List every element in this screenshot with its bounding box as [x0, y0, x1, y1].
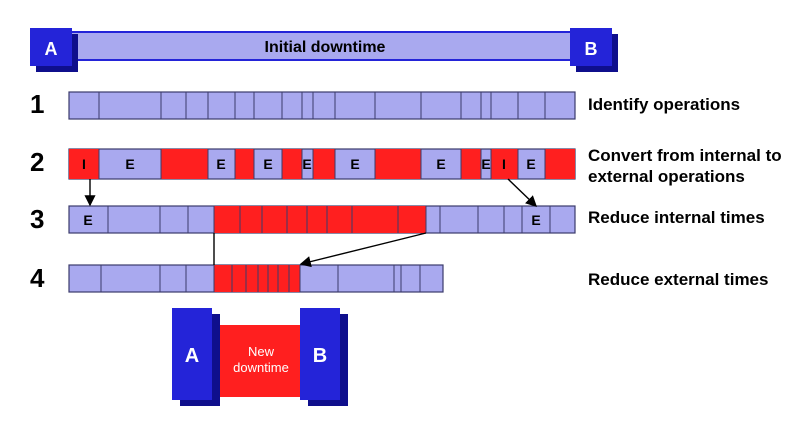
- row-2-letter-e: E: [125, 156, 134, 172]
- row-3-bar: E E: [68, 205, 576, 234]
- result-block-b-label: B: [313, 345, 327, 367]
- row-2-label-line2: external operations: [588, 167, 745, 186]
- arrow-internal-reduced: [299, 232, 427, 268]
- row-4-label: Reduce external times: [588, 270, 769, 289]
- row-2-letter-e: E: [302, 156, 311, 172]
- row-2-label-line1: Convert from internal to: [588, 146, 782, 165]
- connector-arrows: [84, 178, 538, 268]
- result-block-b: B: [300, 308, 348, 406]
- result-block-a-label: A: [185, 345, 199, 367]
- row-3-letter-e: E: [531, 212, 540, 228]
- top-block-b: B: [570, 28, 618, 72]
- row-2-letter-e: E: [481, 156, 490, 172]
- row-number-1: 1: [30, 89, 45, 119]
- arrow-i-to-e-right: [507, 178, 538, 207]
- top-block-a-label: A: [45, 39, 58, 59]
- row-number-4: 4: [30, 263, 45, 293]
- row-4-bar: [68, 264, 444, 293]
- row-number-2: 2: [30, 147, 45, 177]
- top-block-b-label: B: [585, 39, 598, 59]
- top-block-a: A: [30, 28, 78, 72]
- new-downtime-block: New downtime: [203, 325, 319, 397]
- row-2-letter-e: E: [436, 156, 445, 172]
- row-3-label: Reduce internal times: [588, 208, 765, 227]
- result-block-a: A: [172, 308, 220, 406]
- row-2-bar: I E E E E E E E I E: [68, 148, 576, 180]
- row-2-letter-i: I: [502, 156, 506, 172]
- row-2-letter-e: E: [350, 156, 359, 172]
- row-2-letter-e: E: [263, 156, 272, 172]
- row-2-letter-i: I: [82, 156, 86, 172]
- initial-downtime-title: Initial downtime: [265, 39, 386, 56]
- row-3-letter-e: E: [83, 212, 92, 228]
- row-1-bar: [68, 91, 576, 120]
- row-1-label: Identify operations: [588, 95, 741, 114]
- row-2-letter-e: E: [526, 156, 535, 172]
- initial-downtime-bar: Initial downtime: [69, 31, 581, 61]
- new-downtime-line2: downtime: [233, 360, 289, 375]
- row-2-letter-e: E: [216, 156, 225, 172]
- row-number-3: 3: [30, 204, 45, 234]
- new-downtime-line1: New: [248, 344, 275, 359]
